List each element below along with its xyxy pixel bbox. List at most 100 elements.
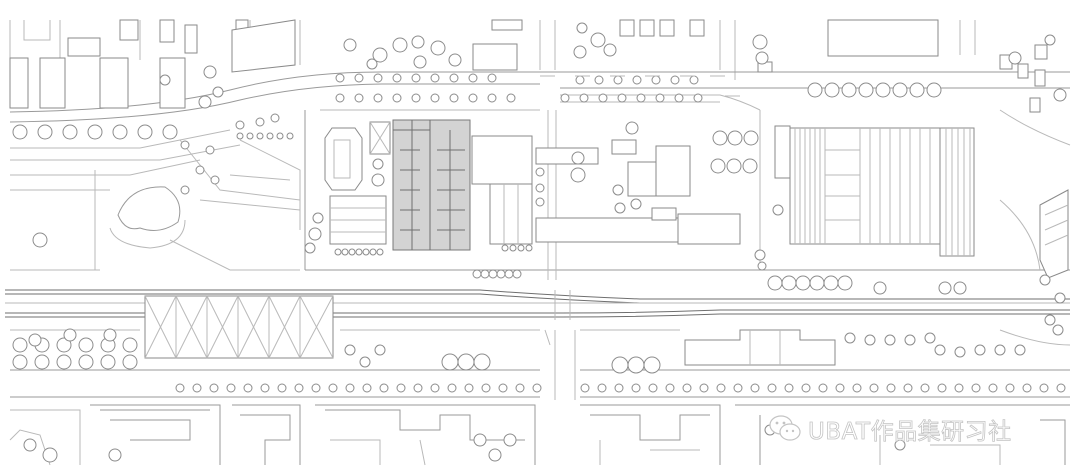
tree (757, 261, 767, 271)
tree (682, 383, 692, 393)
tree (504, 269, 514, 279)
tree (892, 82, 908, 98)
tree (441, 353, 459, 371)
tree (392, 37, 408, 53)
tree (575, 75, 585, 85)
tree (924, 332, 936, 344)
tree (934, 344, 946, 356)
tree (613, 75, 623, 85)
tree (430, 93, 440, 103)
tree (374, 344, 386, 356)
tree (23, 438, 37, 452)
tree (818, 383, 828, 393)
tree (411, 35, 425, 49)
tree (590, 32, 606, 48)
tree (256, 132, 264, 140)
tree (655, 93, 665, 103)
tree (535, 183, 545, 193)
tree (726, 158, 742, 174)
tree (712, 130, 728, 146)
tree (926, 82, 942, 98)
parking-markings (540, 75, 740, 97)
tree (28, 333, 42, 347)
tree (210, 175, 220, 185)
tree (266, 132, 274, 140)
tree (560, 93, 570, 103)
tree (643, 356, 661, 374)
tree (954, 346, 966, 358)
tree (371, 173, 385, 187)
tree (1039, 383, 1049, 393)
tree (430, 383, 440, 393)
tree (311, 383, 321, 393)
tree (430, 40, 446, 56)
tree (1005, 383, 1015, 393)
tree (396, 383, 406, 393)
tree (328, 383, 338, 393)
tree (308, 227, 322, 241)
tree (1044, 314, 1056, 326)
tree (473, 353, 491, 371)
tree (594, 75, 604, 85)
tree (824, 82, 840, 98)
tree (335, 93, 345, 103)
tree (100, 354, 116, 370)
tree (1056, 383, 1066, 393)
tree (611, 356, 629, 374)
tree (472, 269, 482, 279)
tree (920, 383, 930, 393)
tree (1022, 383, 1032, 393)
tree (994, 344, 1006, 356)
tree (78, 354, 94, 370)
tree (954, 383, 964, 393)
tree (710, 158, 726, 174)
tree (632, 75, 642, 85)
tree (884, 334, 896, 346)
site-buildings (324, 119, 1069, 279)
tree (742, 158, 758, 174)
tree (373, 93, 383, 103)
tree (198, 95, 212, 109)
tree (727, 130, 743, 146)
tree (379, 383, 389, 393)
wechat-icon (769, 415, 801, 441)
tree (366, 58, 378, 70)
tree (42, 447, 58, 463)
tree (603, 43, 617, 57)
tree (886, 383, 896, 393)
tree (1044, 34, 1056, 46)
tree (1039, 274, 1051, 286)
tree (598, 93, 608, 103)
tree (487, 93, 497, 103)
tree (795, 275, 811, 291)
tree (246, 132, 254, 140)
tree (392, 73, 402, 83)
tree (784, 383, 794, 393)
tree (37, 124, 53, 140)
south-blocks (9, 404, 1070, 466)
tree (869, 383, 879, 393)
tree (205, 145, 215, 155)
tree (112, 124, 128, 140)
tree (270, 113, 280, 123)
tree (341, 248, 349, 256)
tree (372, 47, 388, 63)
tree (235, 120, 245, 130)
tree (809, 275, 825, 291)
tree (468, 73, 478, 83)
tree (304, 242, 316, 254)
tree (752, 34, 768, 50)
tree (62, 124, 78, 140)
tree (359, 356, 371, 368)
tree (430, 73, 440, 83)
tree (627, 356, 645, 374)
tree (345, 383, 355, 393)
tree (209, 383, 219, 393)
tree (488, 269, 498, 279)
tree (823, 275, 839, 291)
tree (457, 353, 475, 371)
tree (12, 124, 28, 140)
tree (506, 93, 516, 103)
tree (413, 55, 427, 69)
tree (693, 93, 703, 103)
